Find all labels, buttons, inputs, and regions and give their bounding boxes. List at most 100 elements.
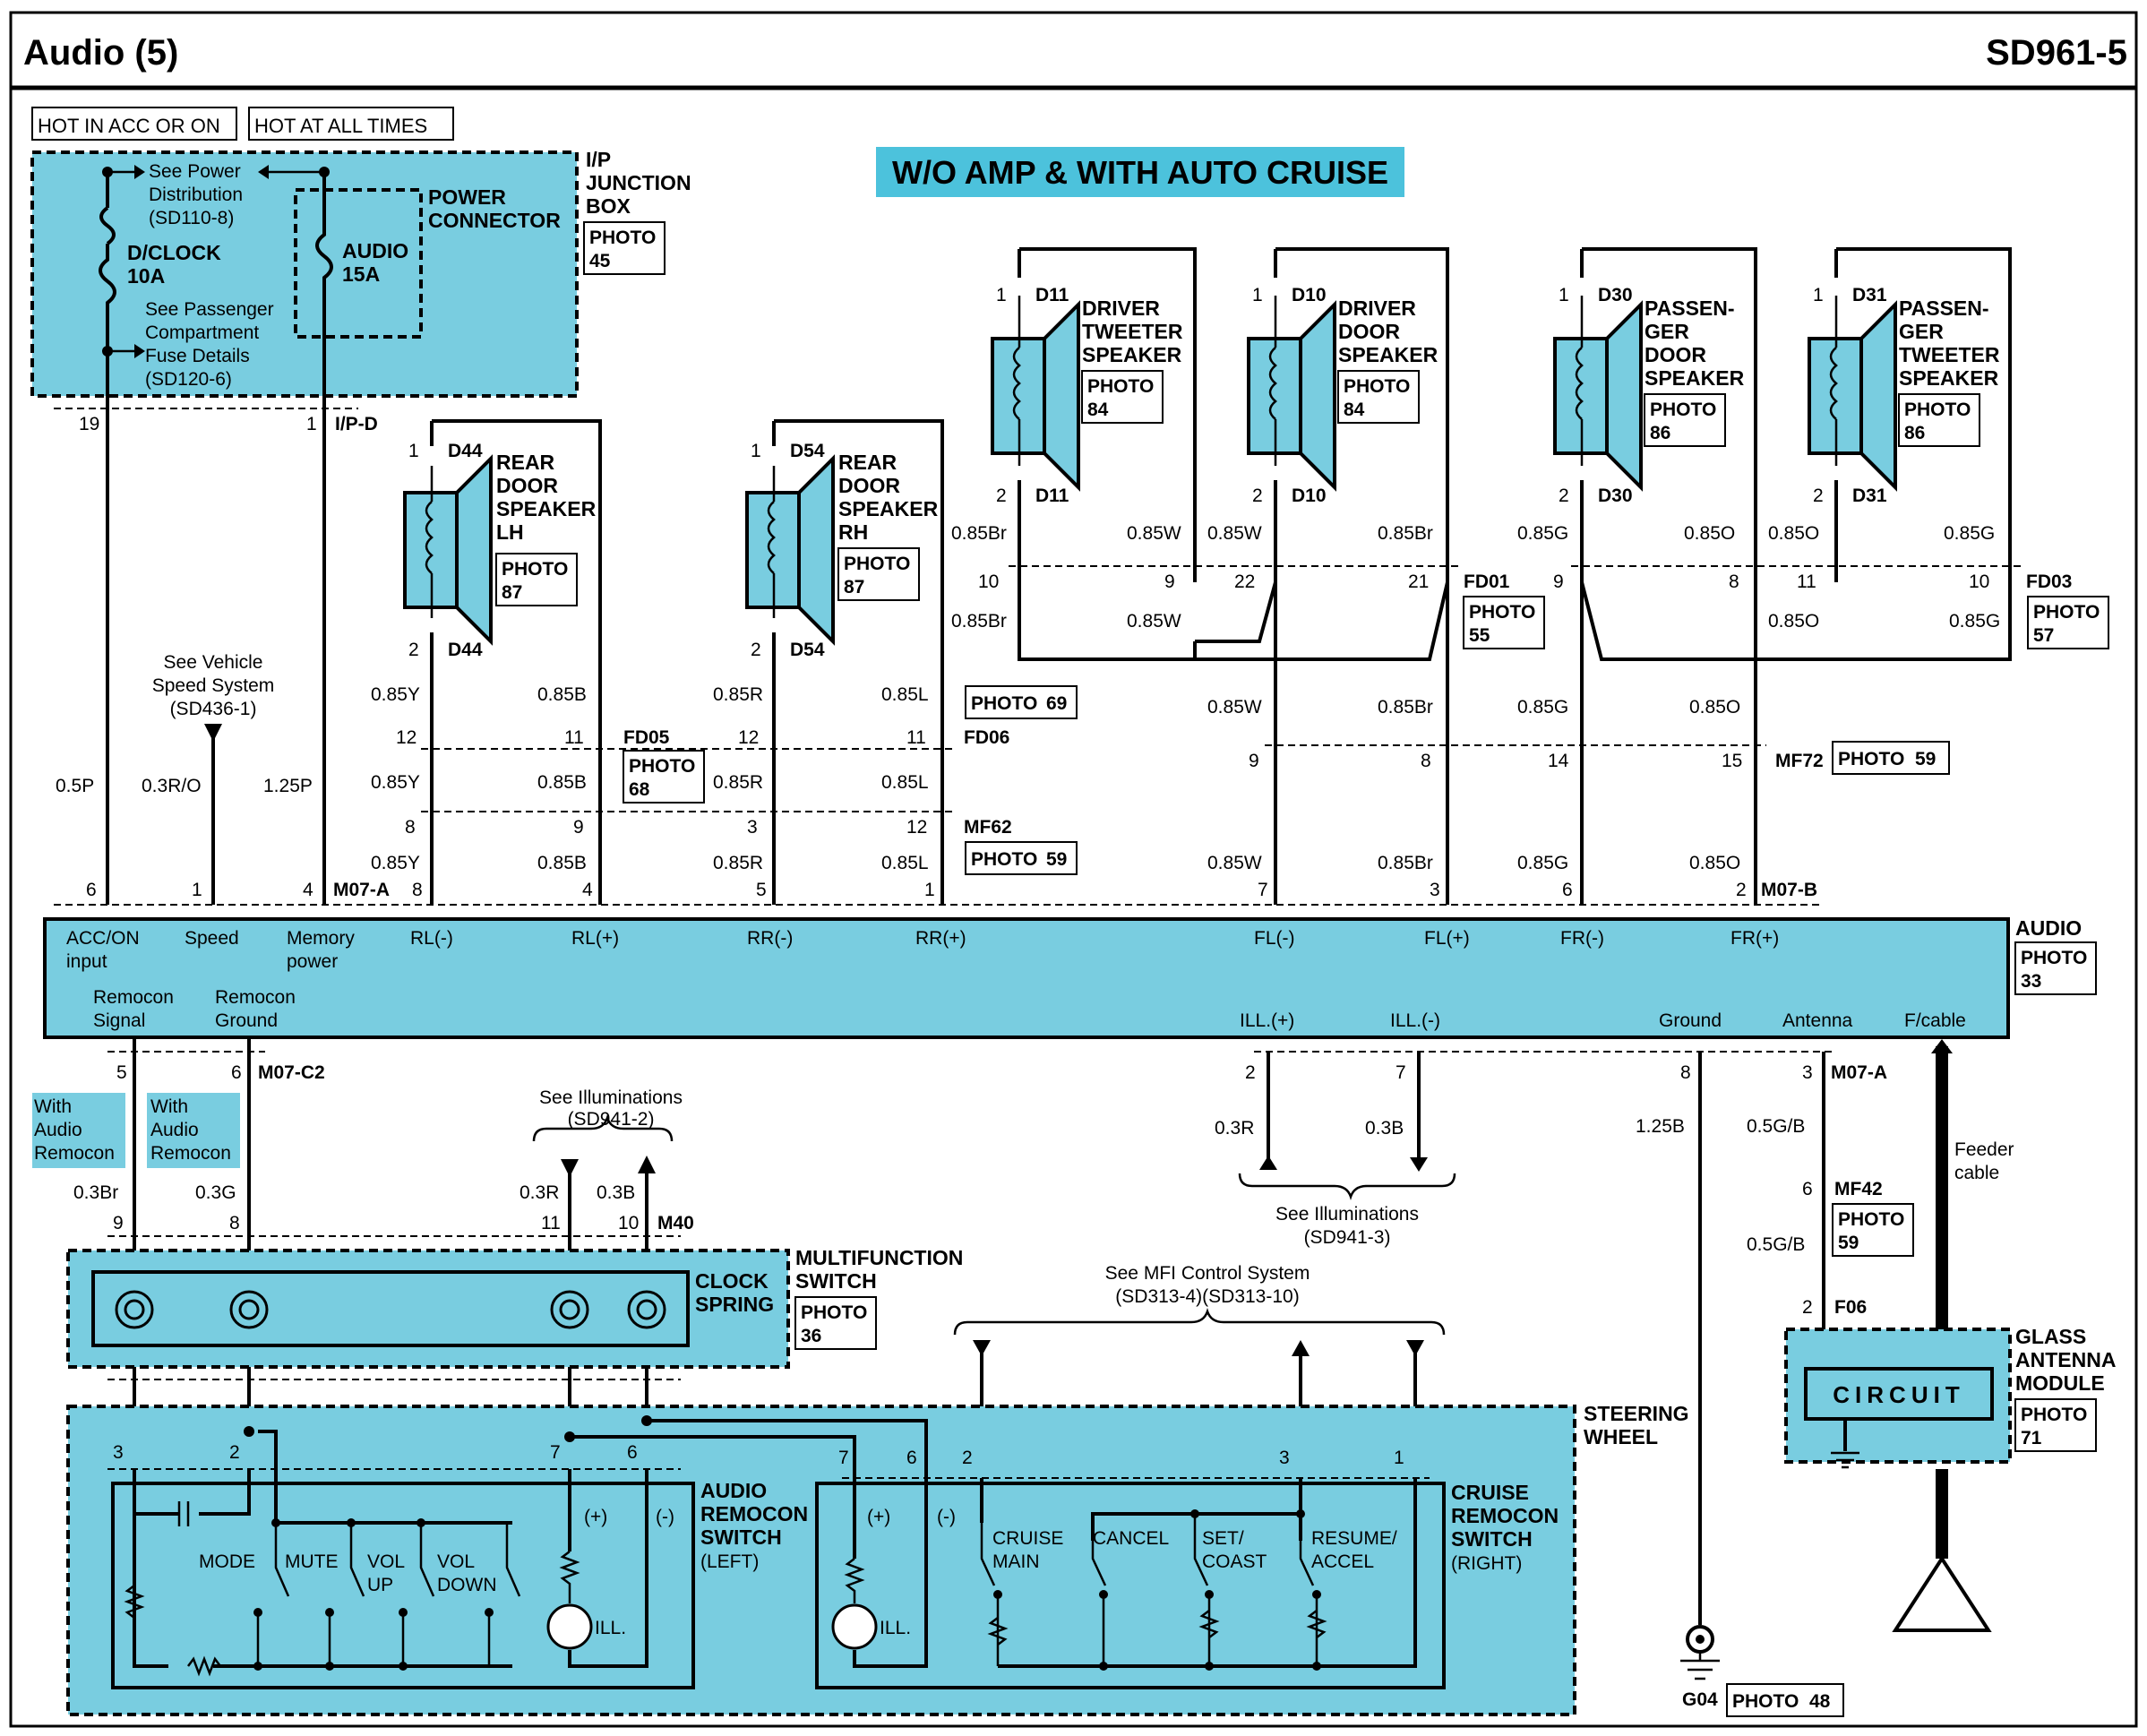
svg-text:11: 11	[1797, 572, 1816, 592]
ill-label: ILL.	[595, 1618, 626, 1638]
svg-text:4: 4	[582, 880, 593, 900]
svg-text:With: With	[34, 1096, 72, 1117]
conn-mf42: MF42	[1834, 1179, 1883, 1199]
conn-m07a-label: M07-A	[1831, 1062, 1887, 1083]
photo-box-55	[1463, 596, 1545, 649]
svg-text:VOL: VOL	[367, 1551, 405, 1572]
plus-label-2: (+)	[867, 1507, 890, 1527]
photo-box-59c	[1832, 1203, 1914, 1257]
wire-03b: 0.3B	[597, 1182, 635, 1203]
photo-num: 86	[1650, 423, 1670, 443]
wire-d30	[1580, 247, 1757, 905]
svg-text:With: With	[150, 1096, 188, 1117]
svg-text:3: 3	[747, 817, 758, 838]
photo-num: 84	[1344, 400, 1365, 420]
svg-text:REMOCON: REMOCON	[700, 1502, 808, 1525]
front-pin-labels: 10 9 22 21 9 8 11 10 9 8 14 15	[978, 572, 1989, 771]
svg-text:TWEETER: TWEETER	[1082, 320, 1183, 343]
svg-text:12: 12	[738, 727, 759, 748]
banner-text: W/O AMP & WITH AUTO CRUISE	[892, 154, 1388, 191]
audio-ill-circuit	[568, 1469, 648, 1668]
svg-text:0.85G: 0.85G	[1944, 523, 1995, 544]
svg-text:0.85O: 0.85O	[1768, 523, 1819, 544]
arrow-down-icon	[204, 724, 222, 742]
see-mfi-codes: (SD313-4)(SD313-10)	[1115, 1286, 1299, 1307]
svg-text:AUDIO: AUDIO	[700, 1479, 767, 1502]
svg-text:8: 8	[1680, 1062, 1691, 1083]
svg-text:Remocon: Remocon	[150, 1143, 231, 1164]
svg-text:GER: GER	[1899, 320, 1944, 343]
speaker-d10-cone	[1299, 300, 1336, 492]
audio-switch-labels: MODE MUTE VOL UP VOL DOWN	[199, 1551, 497, 1595]
svg-text:3: 3	[1430, 880, 1440, 900]
speed-note: See Vehicle Speed System (SD436-1)	[152, 652, 275, 719]
speaker-d31-name: PASSEN- GER TWEETER SPEAKER	[1899, 296, 2000, 390]
svg-text:FR(-): FR(-)	[1560, 928, 1604, 949]
pin: 2	[1559, 486, 1569, 506]
svg-text:0.85L: 0.85L	[881, 853, 929, 873]
photo-label: PHOTO	[844, 554, 910, 574]
svg-text:Audio: Audio	[34, 1120, 82, 1140]
speaker-d31-id-2: D31	[1852, 486, 1887, 506]
arrow-down-icon	[1406, 1340, 1424, 1356]
svg-text:0.85R: 0.85R	[713, 772, 763, 793]
svg-text:Remocon: Remocon	[34, 1143, 115, 1164]
wire-05gb-2: 0.5G/B	[1747, 1234, 1805, 1255]
audio-pin-names: ACC/ON input Speed Memory power RL(-) RL…	[66, 928, 1966, 1031]
cruise-switch-contacts	[980, 1509, 1327, 1671]
photo-label: PHOTO	[971, 849, 1037, 870]
dclock-label: D/CLOCK 10A	[127, 241, 221, 288]
photo-num: 84	[1087, 400, 1109, 420]
svg-text:SPEAKER: SPEAKER	[1082, 343, 1182, 366]
speaker-d30-cone	[1605, 300, 1643, 492]
svg-text:0.85R: 0.85R	[713, 684, 763, 705]
svg-text:Remocon: Remocon	[93, 987, 174, 1008]
svg-text:CRUISE: CRUISE	[1451, 1481, 1529, 1504]
svg-text:7: 7	[1258, 880, 1268, 900]
svg-text:SPEAKER: SPEAKER	[496, 497, 597, 520]
cruise-remocon-switch	[815, 1482, 1446, 1689]
svg-text:MODE: MODE	[199, 1551, 255, 1572]
page-frame	[9, 11, 2138, 1728]
svg-text:Antenna: Antenna	[1782, 1010, 1853, 1031]
dclock-fuse-symbol	[99, 206, 116, 333]
steering-wheel-label: STEERING WHEEL	[1584, 1402, 1689, 1448]
steering-pin-labels: 3 2 7 6 7 6 2 3 1	[113, 1442, 1404, 1468]
svg-text:9: 9	[1164, 572, 1175, 592]
pin: 1	[996, 285, 1007, 305]
photo-box-69	[965, 685, 1078, 719]
svg-text:6: 6	[231, 1062, 242, 1083]
svg-text:GLASS: GLASS	[2015, 1325, 2086, 1348]
conn-f06: F06	[1834, 1297, 1867, 1318]
svg-text:GER: GER	[1645, 320, 1689, 343]
svg-text:0.85L: 0.85L	[881, 684, 929, 705]
svg-text:SPEAKER: SPEAKER	[1899, 366, 1999, 390]
svg-text:6: 6	[86, 880, 97, 900]
wire-03r: 0.3R	[520, 1182, 559, 1203]
circuit-label: CIRCUIT	[1833, 1381, 1964, 1408]
brace-icon	[1238, 1173, 1456, 1200]
resistor-icon	[187, 1655, 221, 1677]
ill-label-2: ILL.	[880, 1618, 911, 1638]
svg-text:0.85W: 0.85W	[1127, 523, 1181, 544]
audio-top-pins: 6 1 4 8 4 5 1 7 3 6 2	[86, 880, 1747, 900]
see-mfi: See MFI Control System	[1105, 1263, 1310, 1284]
conn-mf62: MF62	[964, 817, 1012, 838]
photo-label: PHOTO	[589, 228, 656, 248]
svg-text:1: 1	[1394, 1448, 1404, 1468]
wire-illum-to-cruise	[570, 1419, 928, 1478]
svg-text:22: 22	[1234, 572, 1255, 592]
speaker-d54-id: D54	[790, 441, 825, 461]
svg-text:15: 15	[1722, 751, 1742, 771]
svg-text:(SD120-6): (SD120-6)	[145, 369, 232, 390]
svg-text:ILL.(+): ILL.(+)	[1240, 1010, 1294, 1031]
svg-text:Audio: Audio	[150, 1120, 199, 1140]
splice-dot	[244, 1426, 254, 1437]
conn-fd05: FD05	[623, 727, 670, 748]
photo-label: PHOTO	[1087, 376, 1154, 397]
svg-text:VOL: VOL	[437, 1551, 475, 1572]
photo-label: PHOTO	[1732, 1691, 1799, 1712]
svg-text:ANTENNA: ANTENNA	[2015, 1348, 2116, 1371]
feeder-label-2: cable	[1954, 1163, 1999, 1183]
conn-fd01-label: FD01	[1464, 572, 1510, 592]
